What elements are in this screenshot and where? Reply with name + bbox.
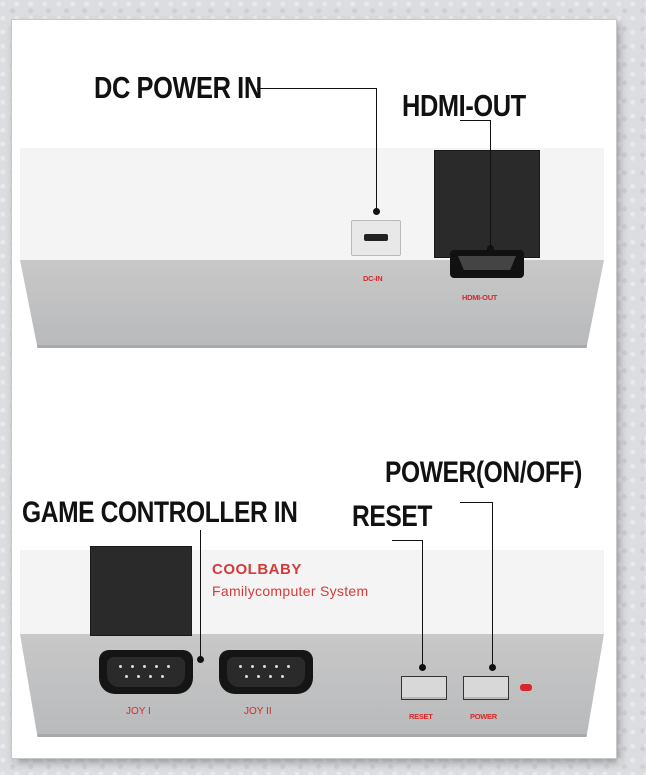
callout-hdmi-out: HDMI-OUT [402,88,526,123]
leader-power-h [460,502,492,503]
leader-reset-v [422,540,423,667]
leader-dc-v [376,88,377,212]
photo-frame: DC POWER IN HDMI-OUT DC-IN HDMI-OUT POWE… [12,20,616,758]
callout-reset: RESET [352,500,432,533]
joy1-label: JOY I [126,706,151,717]
power-marker [489,664,496,671]
callout-dc-power-in: DC POWER IN [94,70,262,105]
power-label: POWER [470,712,497,721]
hdmi-port [450,250,524,278]
leader-controller-v [200,530,201,660]
power-led [520,684,532,691]
power-button[interactable] [463,676,509,700]
hdmi-marker [487,245,494,252]
leader-reset-h [392,540,422,541]
dc-marker [373,208,380,215]
callout-game-controller-in: GAME CONTROLLER IN [22,496,298,529]
joy1-port [99,650,193,694]
controller-block [90,546,192,636]
callout-power-on-off: POWER(ON/OFF) [385,456,582,489]
brand-name: COOLBABY [212,561,302,578]
reset-label: RESET [409,712,433,721]
joy2-port [219,650,313,694]
leader-power-v [492,502,493,667]
dc-in-label: DC-IN [363,274,383,283]
controller-marker [197,656,204,663]
reset-marker [419,664,426,671]
system-name: Familycomputer System [212,583,369,599]
leader-hdmi-h [460,120,490,121]
leader-hdmi-v [490,120,491,248]
reset-button[interactable] [401,676,447,700]
leader-dc-h [257,88,376,89]
hdmi-out-label: HDMI-OUT [462,293,498,302]
joy2-label: JOY II [244,706,272,717]
hdmi-block [434,150,540,258]
dc-in-port [351,220,401,256]
